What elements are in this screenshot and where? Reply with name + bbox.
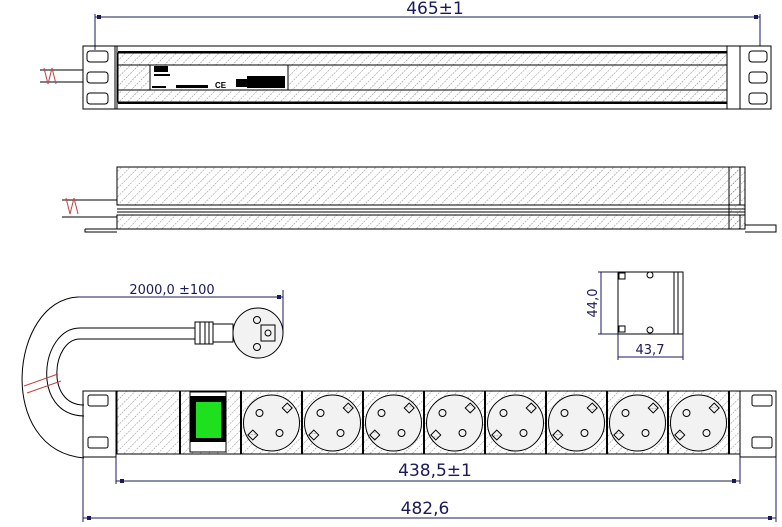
power-switch	[189, 391, 227, 453]
left-mount-bracket	[82, 390, 117, 458]
side-view	[62, 166, 777, 233]
left-mount-bracket	[82, 45, 116, 110]
schuko-outlet	[240, 391, 300, 454]
cable-break-icon	[43, 67, 57, 85]
schuko-outlet	[606, 391, 666, 454]
product-label: CE	[149, 64, 289, 91]
schuko-plug	[194, 307, 284, 359]
ce-mark: CE	[215, 81, 227, 90]
dimension-cable-length: 2000,0 ±100	[129, 283, 214, 298]
dimension-overall-width: 482,6	[401, 499, 450, 519]
schuko-outlet	[301, 391, 361, 454]
schuko-outlet	[484, 391, 544, 454]
profile-section: 44,0 43,7	[586, 271, 684, 360]
right-mount-bracket	[739, 390, 777, 458]
right-mount-bracket	[739, 45, 772, 110]
cable-break-icon	[65, 197, 79, 215]
dimension-top-length: 465±1	[406, 0, 464, 19]
schuko-outlet	[423, 391, 483, 454]
dimension-profile-height: 44,0	[586, 289, 601, 318]
top-view: 465±1 CE	[40, 0, 772, 110]
dimension-profile-width: 43,7	[636, 343, 665, 358]
schuko-outlet	[545, 391, 605, 454]
dimension-body-length: 438,5±1	[398, 461, 472, 481]
power-cable: 2000,0 ±100	[21, 283, 284, 459]
schuko-outlet	[362, 391, 422, 454]
front-view: 438,5±1 482,6	[82, 390, 777, 522]
schuko-outlet	[667, 391, 727, 454]
